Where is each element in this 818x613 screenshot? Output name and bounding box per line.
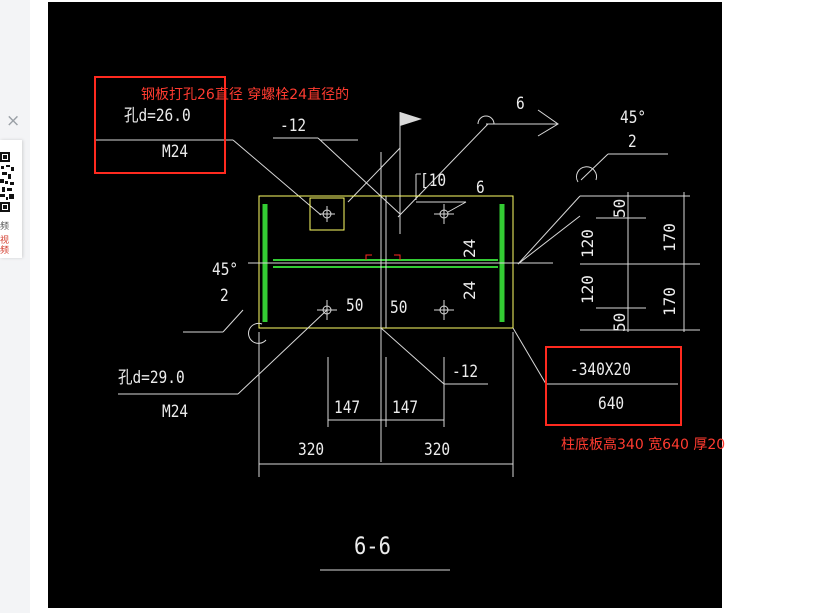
bolt-size-bottom: M24 [162,402,189,422]
hole-diameter-bottom: 孔d=29.0 [118,368,185,388]
weld-size-b: 6 [476,178,485,198]
plate-thickness-bottom: -12 [452,362,479,382]
section-title: 6-6 [354,532,391,560]
weld-24-b: 24 [460,280,479,300]
top-highlight-box [94,76,226,174]
dimension-320-a: 320 [298,440,325,460]
weld-size: 6 [516,94,525,114]
video-link[interactable]: 视频 [0,236,10,256]
bottom-annotation: 柱底板高340 宽640 厚20 [561,437,726,453]
panel-label: 频 [0,222,10,232]
right-dim-50-a: 50 [610,198,629,218]
top-annotation: 钢板打孔26直径 穿螺栓24直径的 [141,87,350,103]
base-plate-length: 640 [598,394,625,414]
angle-top: 45° [620,108,647,128]
angle-top-number: 2 [628,132,637,152]
angle-left: 45° [212,260,239,280]
cad-drawing: 孔d=26.0 M24 -12 6 45° 2 [10 6 24 24 45° … [48,2,722,608]
base-plate-highlight-box [545,346,682,426]
plate-thickness-top: -12 [280,116,307,136]
channel-label: [10 [420,171,447,191]
weld-24-a: 24 [460,238,479,258]
angle-left-number: 2 [220,286,229,306]
dimension-50-b: 50 [390,298,408,318]
right-dim-170-a: 170 [660,223,679,252]
dimension-147-a: 147 [334,398,361,418]
dimension-147-b: 147 [392,398,419,418]
hole-diameter-top: 孔d=26.0 [124,106,191,126]
base-plate-size: -340X20 [570,360,631,380]
right-dim-50-b: 50 [610,312,629,332]
right-dim-170-b: 170 [660,287,679,316]
left-sidebar [0,0,30,613]
qr-code-icon[interactable] [0,150,14,216]
drawing-lines [96,109,700,571]
close-icon[interactable]: × [6,111,21,131]
dimension-50-a: 50 [346,296,364,316]
bolt-size-top: M24 [162,142,189,162]
right-dim-120-b: 120 [578,275,597,304]
dimension-320-b: 320 [424,440,451,460]
right-dim-120-a: 120 [578,229,597,258]
